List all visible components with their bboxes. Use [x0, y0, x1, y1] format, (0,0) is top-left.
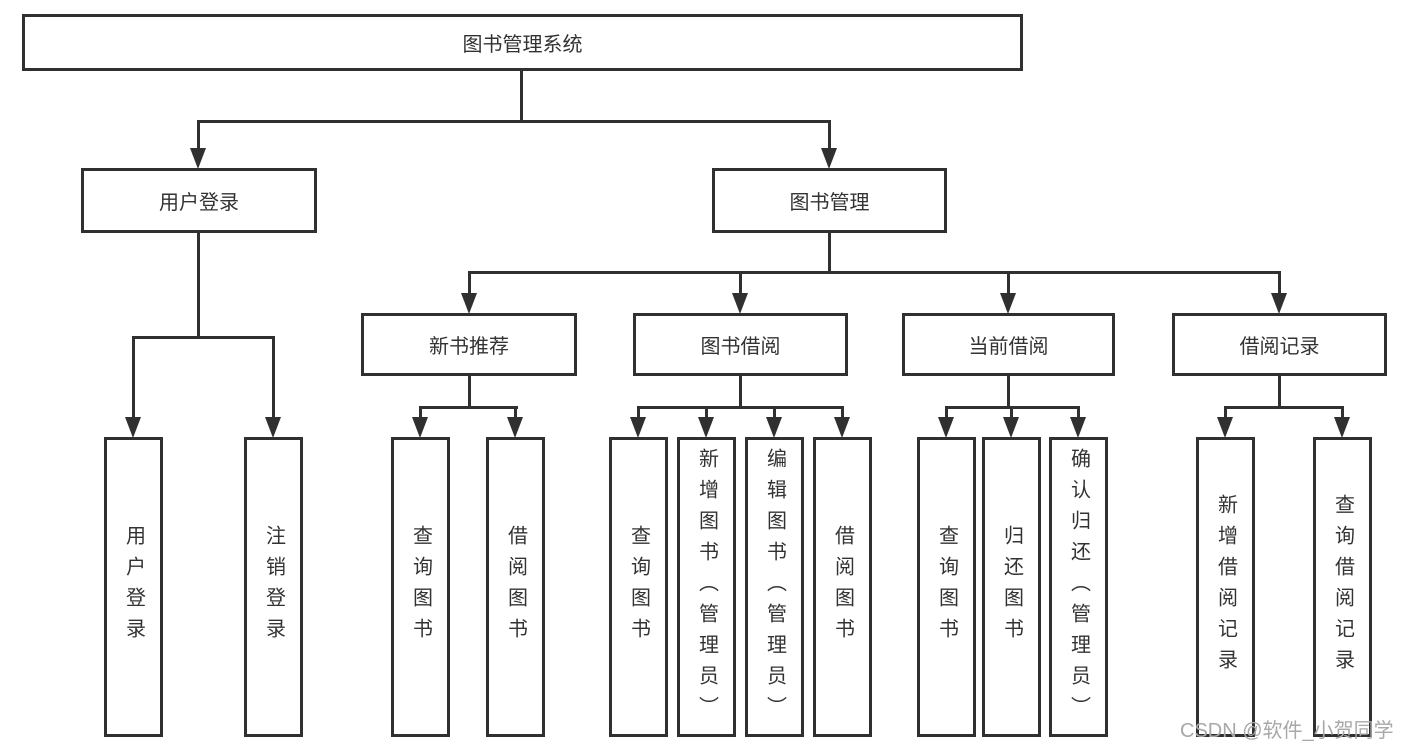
leaf-label: 新增图书（管理员） — [695, 447, 718, 727]
connector-drop-leaf — [1010, 406, 1013, 420]
connector-drop-leaf — [705, 406, 708, 420]
node-new-book-recommend: 新书推荐 — [361, 313, 577, 376]
connector-records-stem — [1278, 376, 1281, 409]
connector-arrow-down — [265, 417, 281, 438]
connector-arrow-down — [1003, 417, 1019, 438]
leaf-query-borrow-record: 查询借阅记录 — [1313, 437, 1372, 737]
connector-root-stem — [520, 71, 523, 123]
leaf-label: 注销登录 — [262, 525, 285, 649]
leaf-return-books: 归还图书 — [982, 437, 1041, 737]
leaf-borrow-books: 借阅图书 — [813, 437, 872, 737]
connector-drop-leaf — [945, 406, 948, 420]
connector-records-bar — [1224, 406, 1344, 409]
connector-drop-leaf — [419, 406, 422, 420]
connector-arrow-down — [1000, 293, 1016, 314]
leaf-label: 确认归还（管理员） — [1067, 447, 1090, 727]
node-current-borrow: 当前借阅 — [902, 313, 1115, 376]
connector-drop-level3 — [468, 271, 471, 297]
leaf-label: 查询借阅记录 — [1331, 494, 1354, 680]
node-book-management: 图书管理 — [712, 168, 947, 233]
leaf-user-login: 用户登录 — [104, 437, 163, 737]
connector-drop-level3 — [739, 271, 742, 297]
connector-arrow-down — [834, 417, 850, 438]
leaf-edit-books-admin: 编辑图书（管理员） — [745, 437, 804, 737]
connector-drop-leaf — [272, 336, 275, 418]
watermark: CSDN @软件_小贺同学 — [1180, 720, 1394, 742]
connector-drop-leaf — [132, 336, 135, 418]
connector-level2-bar — [197, 120, 831, 123]
connector-arrow-down — [630, 417, 646, 438]
connector-arrow-down — [507, 417, 523, 438]
node-borrow-records: 借阅记录 — [1172, 313, 1387, 376]
connector-arrow-down — [938, 417, 954, 438]
connector-recommend-stem — [468, 376, 471, 409]
leaf-add-books-admin: 新增图书（管理员） — [677, 437, 736, 737]
leaf-query-books-current: 查询图书 — [917, 437, 976, 737]
connector-drop-user-login — [197, 120, 200, 150]
node-user-login: 用户登录 — [81, 168, 317, 233]
connector-arrow-down — [190, 148, 206, 169]
connector-borrow-stem — [739, 376, 742, 409]
connector-drop-leaf — [1077, 406, 1080, 420]
connector-drop-book-management — [828, 120, 831, 150]
connector-arrow-down — [1070, 417, 1086, 438]
leaf-label: 归还图书 — [1000, 525, 1023, 649]
connector-user-login-bar — [132, 336, 275, 339]
leaf-label: 查询图书 — [409, 525, 432, 649]
connector-arrow-down — [1334, 417, 1350, 438]
connector-drop-leaf — [637, 406, 640, 420]
node-root: 图书管理系统 — [22, 14, 1023, 71]
leaf-logout: 注销登录 — [244, 437, 303, 737]
leaf-query-books-recommend: 查询图书 — [391, 437, 450, 737]
connector-drop-leaf — [1224, 406, 1227, 420]
leaf-borrow-books-recommend: 借阅图书 — [486, 437, 545, 737]
leaf-label: 借阅图书 — [831, 525, 854, 649]
connector-user-login-stem — [197, 233, 200, 339]
connector-drop-level3 — [1278, 271, 1281, 297]
connector-arrow-down — [1217, 417, 1233, 438]
connector-arrow-down — [821, 148, 837, 169]
leaf-query-books-borrow: 查询图书 — [609, 437, 668, 737]
connector-arrow-down — [461, 293, 477, 314]
connector-drop-leaf — [841, 406, 844, 420]
connector-drop-leaf — [773, 406, 776, 420]
connector-borrow-bar — [637, 406, 844, 409]
connector-arrow-down — [125, 417, 141, 438]
connector-book-management-stem — [828, 233, 831, 274]
connector-recommend-bar — [419, 406, 518, 409]
connector-arrow-down — [1271, 293, 1287, 314]
node-book-borrow: 图书借阅 — [633, 313, 848, 376]
connector-current-stem — [1007, 376, 1010, 409]
leaf-label: 编辑图书（管理员） — [763, 447, 786, 727]
connector-arrow-down — [698, 417, 714, 438]
connector-arrow-down — [412, 417, 428, 438]
leaf-label: 借阅图书 — [504, 525, 527, 649]
connector-arrow-down — [766, 417, 782, 438]
leaf-label: 用户登录 — [122, 525, 145, 649]
leaf-label: 查询图书 — [935, 525, 958, 649]
connector-drop-leaf — [1341, 406, 1344, 420]
connector-drop-leaf — [514, 406, 517, 420]
connector-drop-level3 — [1007, 271, 1010, 297]
leaf-confirm-return-admin: 确认归还（管理员） — [1049, 437, 1108, 737]
leaf-label: 新增借阅记录 — [1214, 494, 1237, 680]
leaf-add-borrow-record: 新增借阅记录 — [1196, 437, 1255, 737]
leaf-label: 查询图书 — [627, 525, 650, 649]
connector-level3-bar — [468, 271, 1281, 274]
connector-arrow-down — [732, 293, 748, 314]
